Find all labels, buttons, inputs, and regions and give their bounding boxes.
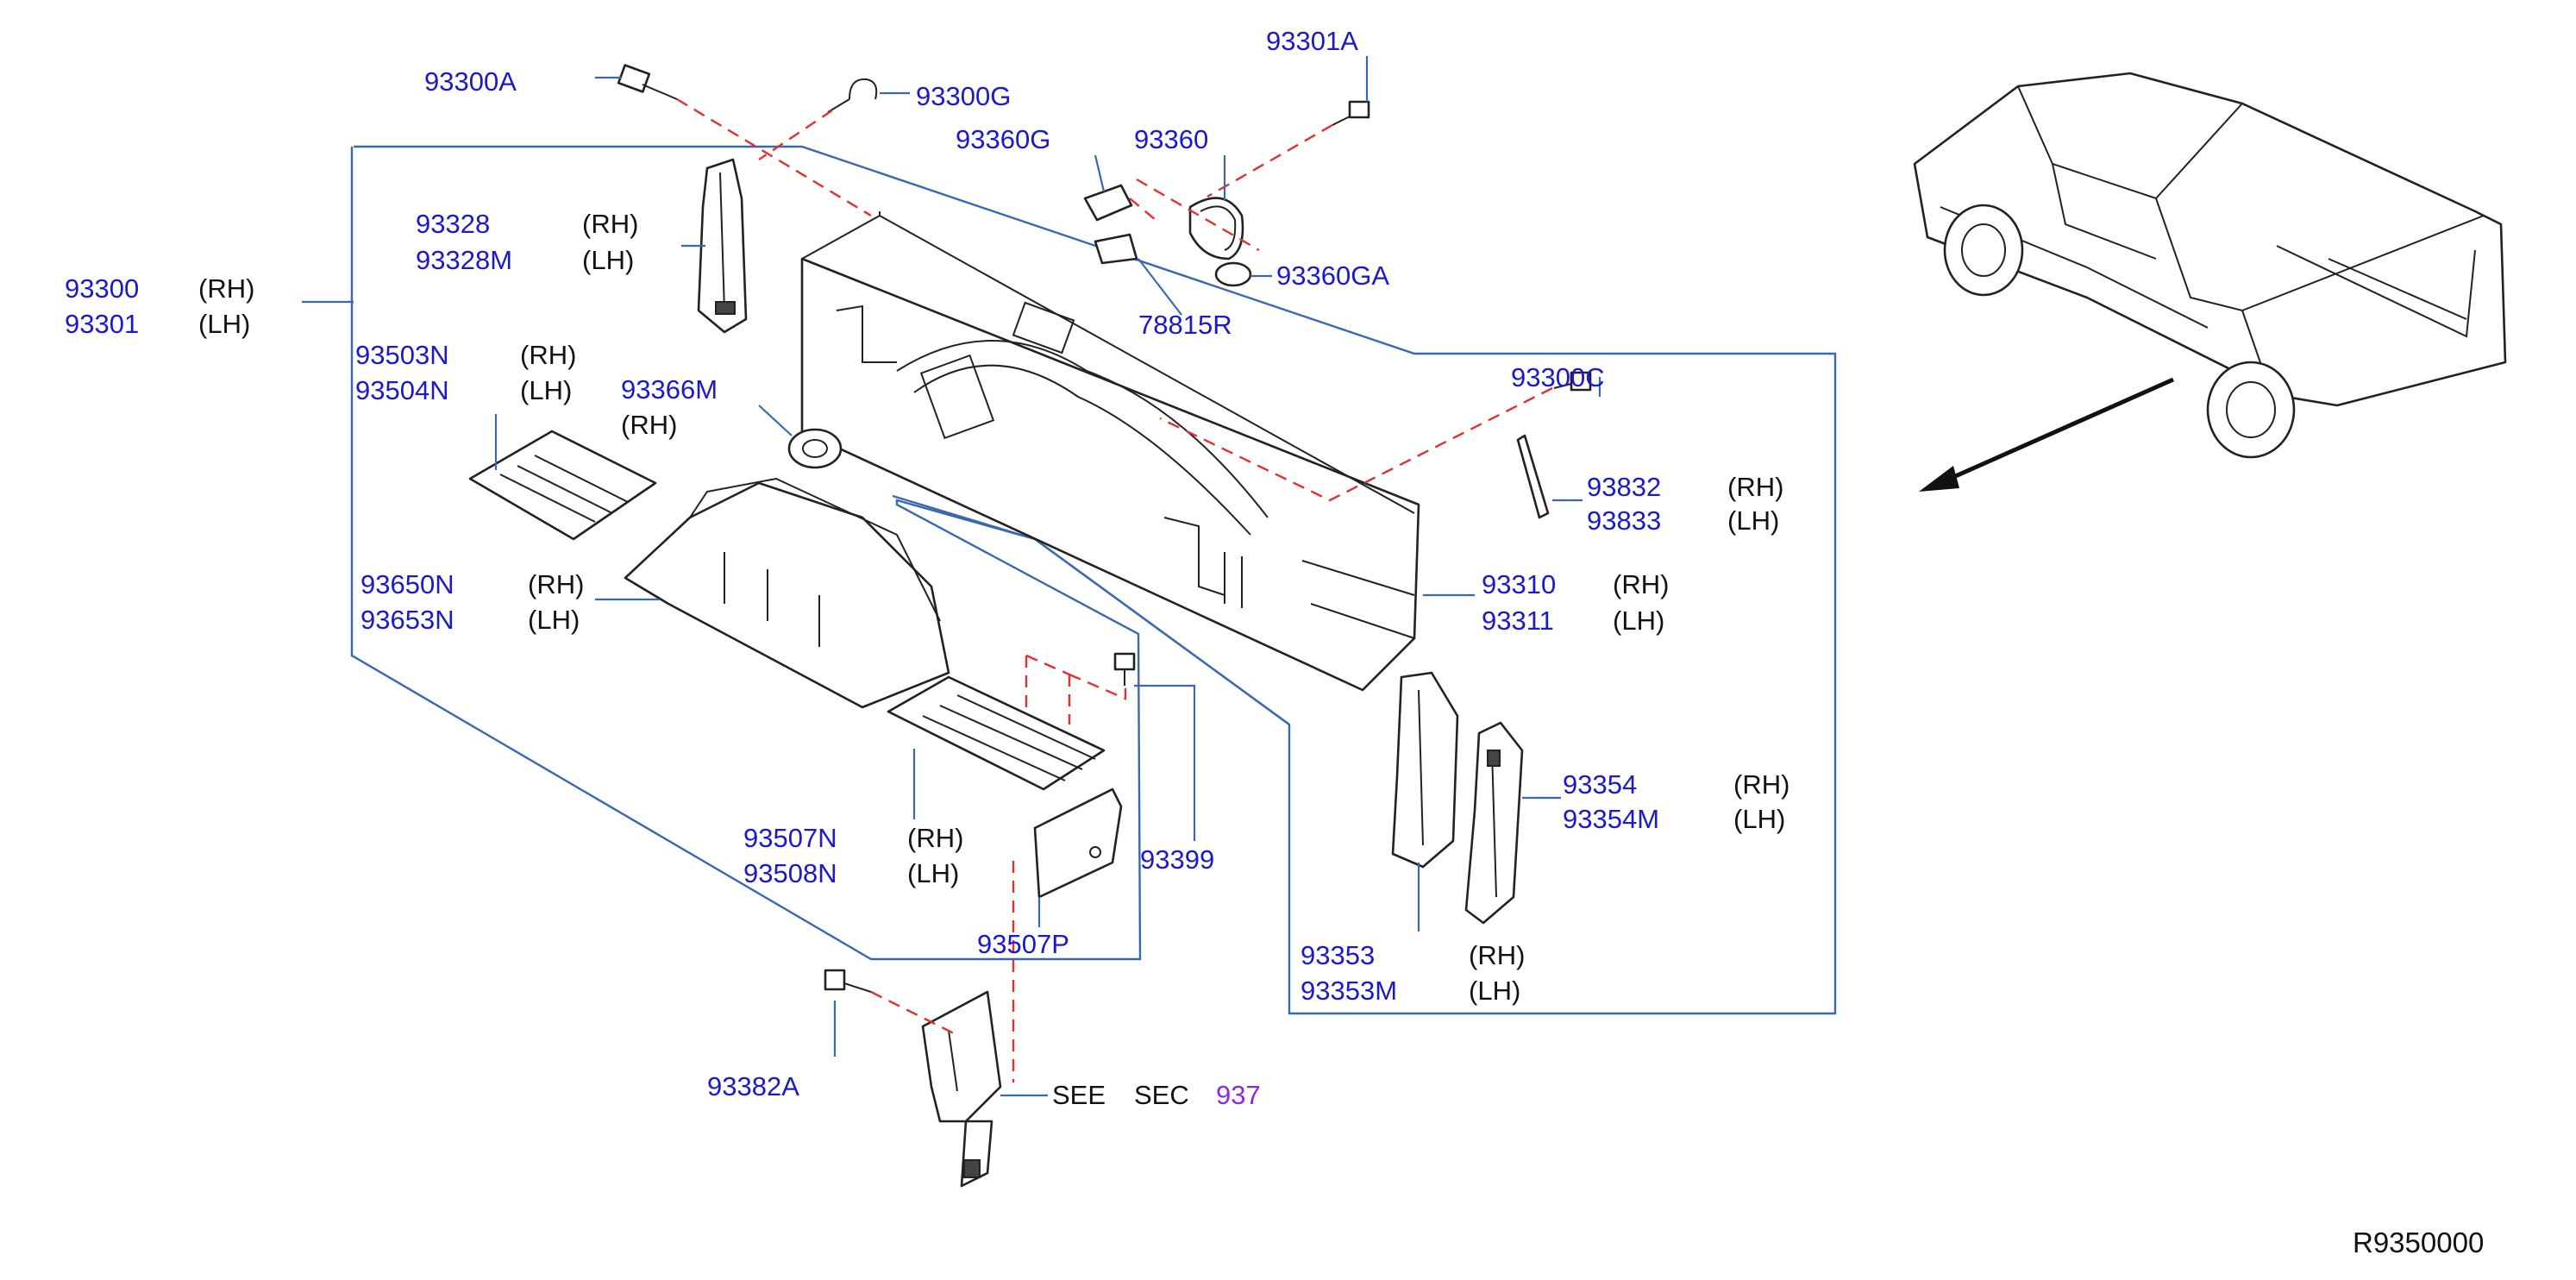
label-93360GA[interactable]: 93360GA	[1276, 260, 1389, 291]
label-93653N[interactable]: 93653N	[360, 605, 454, 635]
label-93508N[interactable]: 93508N	[743, 858, 837, 888]
bracket-93353	[1391, 671, 1459, 869]
label-93300C[interactable]: 93300C	[1511, 362, 1605, 392]
lamp-assembly-93360	[1083, 184, 1252, 287]
section-937-link[interactable]: 937	[1216, 1080, 1261, 1110]
dashed-assembly-lines	[676, 97, 1553, 1082]
strap-93832	[1516, 434, 1550, 519]
side-rh-93503N: (RH)	[520, 340, 576, 370]
label-93301[interactable]: 93301	[65, 309, 139, 339]
label-93328[interactable]: 93328	[416, 209, 490, 239]
floor-plate-93503N	[468, 430, 657, 541]
label-93354[interactable]: 93354	[1563, 769, 1637, 800]
gusset-93507P	[1033, 787, 1123, 899]
label-78815R[interactable]: 78815R	[1138, 310, 1232, 340]
label-93360[interactable]: 93360	[1134, 124, 1208, 154]
label-93353M[interactable]: 93353M	[1301, 976, 1397, 1006]
label-93366M[interactable]: 93366M	[621, 374, 718, 405]
front-panel-93310	[800, 211, 1420, 692]
label-93328M[interactable]: 93328M	[416, 245, 512, 275]
side-lh-93301: (LH)	[198, 309, 250, 339]
label-93832[interactable]: 93832	[1587, 472, 1661, 502]
label-93504N[interactable]: 93504N	[355, 375, 449, 405]
side-rh-93300: (RH)	[198, 273, 254, 304]
side-lh-93328M: (LH)	[582, 245, 634, 275]
side-lh-93311: (LH)	[1613, 605, 1664, 636]
label-93399[interactable]: 93399	[1140, 844, 1214, 875]
label-93310[interactable]: 93310	[1482, 569, 1556, 599]
label-93353[interactable]: 93353	[1301, 940, 1375, 970]
label-93300A[interactable]: 93300A	[424, 66, 517, 97]
label-93507N[interactable]: 93507N	[743, 823, 837, 853]
side-rh-93310: (RH)	[1613, 569, 1669, 599]
hook-93300G	[827, 78, 878, 113]
side-lh-93653N: (LH)	[528, 605, 580, 635]
label-93650N[interactable]: 93650N	[360, 569, 454, 599]
leader-lines	[494, 56, 1601, 1097]
label-93354M[interactable]: 93354M	[1563, 804, 1659, 834]
side-lh-93833: (LH)	[1727, 505, 1779, 536]
label-93301A[interactable]: 93301A	[1266, 26, 1358, 56]
sec-text: SEC	[1134, 1080, 1189, 1110]
side-lh-93504N: (LH)	[520, 375, 572, 405]
bolt-93300C	[1553, 371, 1592, 392]
diagram-reference-code: R9350000	[2353, 1227, 2484, 1258]
bolt-93300A	[617, 64, 678, 100]
bolt-93382A	[824, 969, 872, 993]
label-93833[interactable]: 93833	[1587, 505, 1661, 536]
side-lh-93508N: (LH)	[907, 858, 959, 888]
side-rh-93650N: (RH)	[528, 569, 584, 599]
side-lh-93354M: (LH)	[1733, 804, 1785, 834]
wheelhouse-93650N	[624, 477, 950, 709]
reflector-93366M	[787, 428, 843, 469]
label-93503N[interactable]: 93503N	[355, 340, 449, 370]
direction-arrow-icon	[1919, 377, 2175, 492]
side-rh-93328: (RH)	[582, 209, 638, 239]
label-93507P[interactable]: 93507P	[977, 929, 1069, 959]
floor-plate-93507N	[887, 675, 1106, 791]
see-text: SEE	[1052, 1080, 1106, 1110]
label-93382A[interactable]: 93382A	[707, 1071, 799, 1101]
screw-93399	[1113, 652, 1136, 686]
bracket-93354	[1464, 721, 1524, 925]
label-93360G[interactable]: 93360G	[956, 124, 1050, 154]
hinge-bracket-937	[921, 990, 1002, 1188]
pickup-truck-icon	[1913, 72, 2507, 459]
label-93300[interactable]: 93300	[65, 273, 139, 304]
bolt-93301A	[1332, 100, 1370, 126]
side-rh-93354: (RH)	[1733, 769, 1789, 800]
label-93300G[interactable]: 93300G	[916, 81, 1011, 111]
side-rh-93353: (RH)	[1469, 940, 1525, 970]
side-rh-93507N: (RH)	[907, 823, 963, 853]
side-rh-93832: (RH)	[1727, 472, 1783, 502]
bracket-93328	[697, 158, 748, 334]
side-rh-93366M: (RH)	[621, 410, 677, 440]
side-lh-93353M: (LH)	[1469, 976, 1520, 1006]
label-93311[interactable]: 93311	[1482, 605, 1554, 636]
